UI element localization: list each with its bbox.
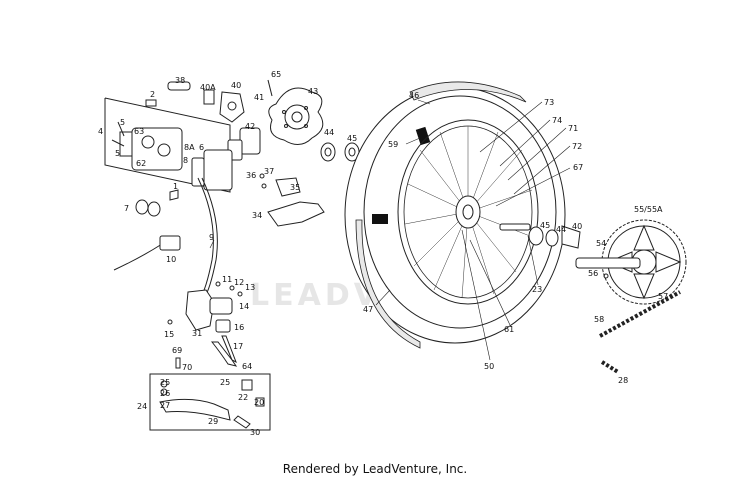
callout-14: 14 — [239, 302, 249, 311]
callout-67: 67 — [573, 163, 583, 172]
hub — [455, 195, 481, 229]
callout-73: 73 — [544, 98, 554, 107]
master-cylinder — [167, 281, 243, 364]
callout-47: 47 — [363, 305, 373, 314]
callout-labels: 38 2 40A 40 65 41 43 4 5 5 63 62 42 8A 6… — [98, 70, 668, 437]
callout-44-left: 44 — [324, 128, 334, 137]
callout-23: 23 — [532, 285, 542, 294]
sprocket-carrier — [575, 257, 641, 279]
callout-2: 2 — [150, 90, 155, 99]
callout-70: 70 — [182, 363, 192, 372]
callout-36: 36 — [246, 171, 256, 180]
anti-rattle-clip — [203, 89, 245, 123]
callout-1: 1 — [173, 182, 178, 191]
callout-63: 63 — [134, 127, 144, 136]
callout-11: 11 — [222, 275, 232, 284]
callout-50: 50 — [484, 362, 494, 371]
callout-62: 62 — [136, 159, 146, 168]
bolt-69-70 — [175, 357, 181, 369]
footer-credit: Rendered by LeadVenture, Inc. — [282, 462, 468, 476]
callout-13: 13 — [245, 283, 255, 292]
brake-disc — [267, 79, 324, 145]
sprocket — [601, 219, 687, 305]
callout-28: 28 — [618, 376, 628, 385]
callout-10: 10 — [166, 255, 176, 264]
brake-pedal-frame — [149, 373, 271, 431]
callout-74: 74 — [552, 116, 562, 125]
callout-15: 15 — [164, 330, 174, 339]
callout-8a: 8A — [184, 143, 195, 152]
callout-58: 58 — [594, 315, 604, 324]
seal-kit-7 — [135, 199, 161, 217]
caliper-body — [119, 127, 183, 171]
brake-pedal — [159, 379, 265, 421]
callout-6: 6 — [199, 143, 204, 152]
callout-40-right: 40 — [572, 222, 582, 231]
callout-26: 26 — [160, 389, 170, 398]
callout-61: 61 — [504, 325, 514, 334]
callout-29: 29 — [208, 417, 218, 426]
brake-light-switch — [113, 235, 181, 271]
callout-43: 43 — [308, 87, 318, 96]
callout-57: 57 — [658, 292, 668, 301]
callout-35: 35 — [290, 183, 300, 192]
callout-45-right: 45 — [540, 221, 550, 230]
callout-64: 64 — [242, 362, 252, 371]
callout-71: 71 — [568, 124, 578, 133]
callout-45-left: 45 — [347, 134, 357, 143]
callout-5a: 5 — [120, 118, 125, 127]
callout-22: 22 — [238, 393, 248, 402]
callout-40-upper: 40 — [231, 81, 241, 90]
callout-25-right: 25 — [220, 378, 230, 387]
callout-17: 17 — [233, 342, 243, 351]
callout-27: 27 — [160, 401, 170, 410]
callout-7: 7 — [124, 204, 129, 213]
callout-8: 8 — [183, 156, 188, 165]
callout-65: 65 — [271, 70, 281, 79]
callout-46: 46 — [409, 91, 419, 100]
master-link — [600, 360, 620, 374]
callout-20: 20 — [254, 398, 264, 407]
callout-16: 16 — [234, 323, 244, 332]
callout-56: 56 — [588, 269, 598, 278]
callout-42: 42 — [245, 122, 255, 131]
callout-59: 59 — [388, 140, 398, 149]
callout-54: 54 — [596, 239, 606, 248]
leader-lines — [209, 99, 571, 361]
callout-69: 69 — [172, 346, 182, 355]
drive-chain — [599, 290, 681, 338]
callout-9: 9 — [209, 233, 214, 242]
caliper-bracket — [259, 173, 325, 227]
callout-38: 38 — [175, 76, 185, 85]
callout-72: 72 — [572, 142, 582, 151]
callout-55-55a: 55/55A — [634, 205, 663, 214]
callout-30: 30 — [250, 428, 260, 437]
front-tire — [344, 81, 566, 349]
axle-and-spacers — [499, 223, 581, 249]
callout-37: 37 — [264, 167, 274, 176]
callout-40a: 40A — [200, 83, 216, 92]
wheel-bearing-44 — [320, 142, 336, 162]
callout-41: 41 — [254, 93, 264, 102]
bleeder-and-pins — [111, 81, 191, 147]
wheel-bearing-45 — [344, 142, 360, 162]
callout-25-left: 25 — [160, 378, 170, 387]
callout-4: 4 — [98, 127, 103, 136]
callout-5b: 5 — [115, 149, 120, 158]
brake-hose — [197, 177, 218, 299]
caliper-assembly-frame — [104, 97, 231, 193]
callout-24: 24 — [137, 402, 147, 411]
brake-pads — [191, 127, 261, 191]
callout-34: 34 — [252, 211, 262, 220]
callout-31: 31 — [192, 329, 202, 338]
pedal-spring-30 — [233, 415, 251, 429]
callout-12: 12 — [234, 278, 244, 287]
callout-44-right: 44 — [556, 225, 566, 234]
pushrod-64 — [210, 341, 238, 367]
bleed-cap-1 — [169, 189, 179, 201]
